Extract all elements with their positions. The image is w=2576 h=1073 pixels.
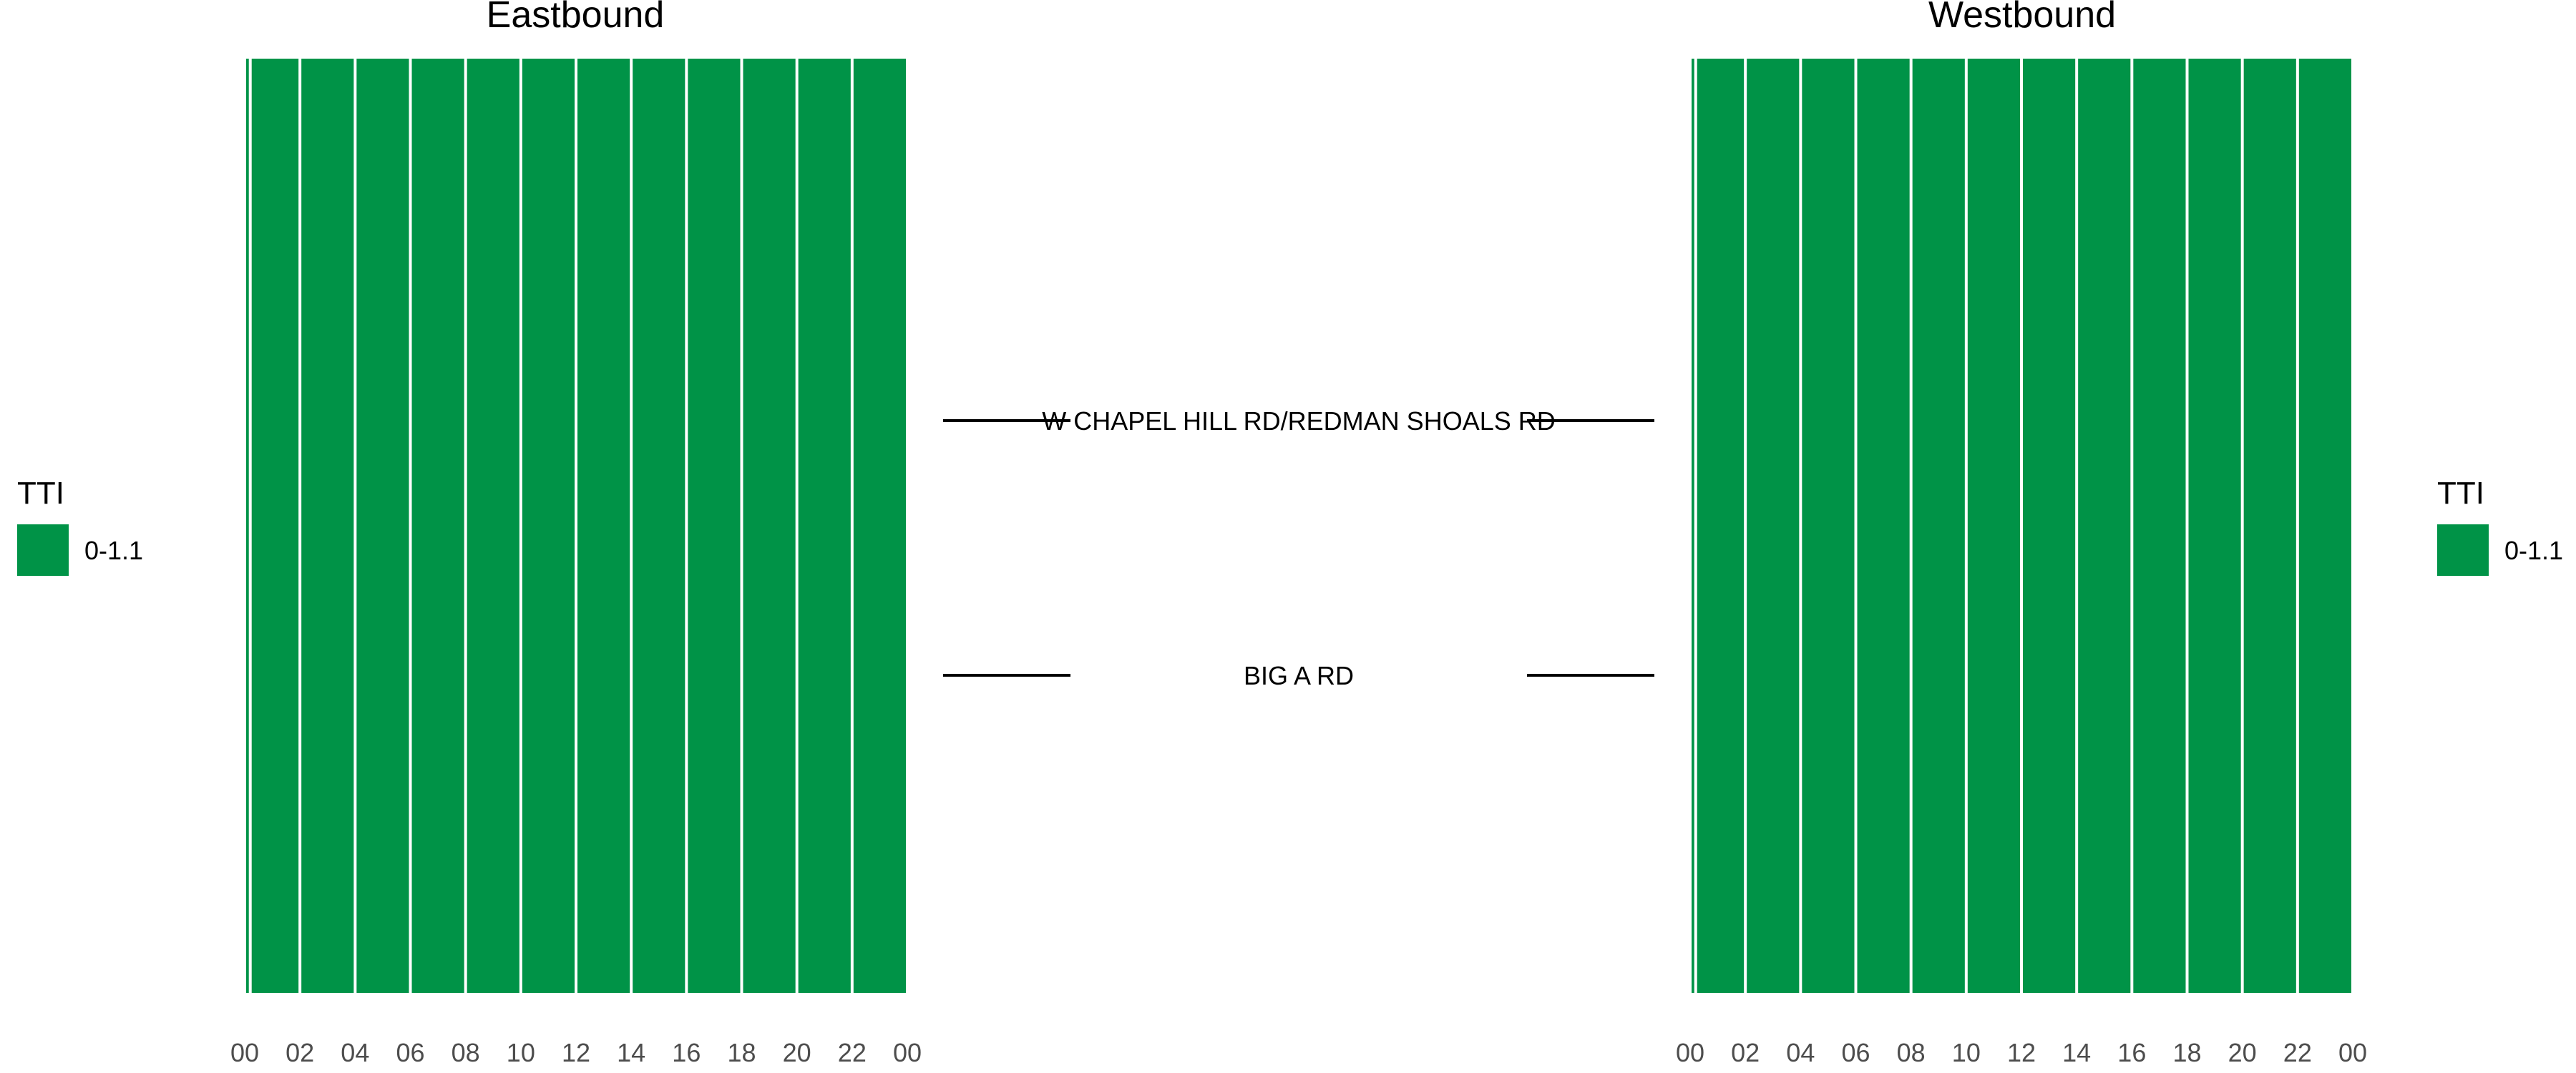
eastbound-heatmap [246,59,906,993]
x-tick-label: 14 [2062,1038,2091,1067]
x-tick-label: 22 [838,1038,867,1067]
x-tick-label: 00 [2338,1038,2367,1067]
x-tick-label: 10 [507,1038,535,1067]
heatmap-cell [1912,59,1965,993]
x-tick-label: 00 [893,1038,922,1067]
x-tick-label: 18 [727,1038,756,1067]
heatmap-cell [2188,59,2241,993]
x-tick-label: 20 [2228,1038,2257,1067]
heatmap-cell [1857,59,1910,993]
x-tick-label: 18 [2172,1038,2201,1067]
westbound-heatmap [1692,59,2351,993]
heatmap-cell [2133,59,2186,993]
road-label-group-1: W CHAPEL HILL RD/REDMAN SHOALS RD [943,406,1654,436]
x-tick-label: 12 [2007,1038,2036,1067]
heatmap-cell [743,59,796,993]
road-label-group-2: BIG A RD [943,661,1654,690]
legend-swatch [17,524,69,576]
legend-swatch [2437,524,2489,576]
heatmap-cell [1967,59,2020,993]
x-tick-label: 16 [2117,1038,2146,1067]
heatmap-cell [301,59,354,993]
legend-right: TTI 0-1.1 [2437,476,2563,576]
road-label: W CHAPEL HILL RD/REDMAN SHOALS RD [1042,406,1555,436]
x-tick-label: 02 [286,1038,314,1067]
road-label: BIG A RD [1244,661,1354,690]
x-tick-label: 06 [1841,1038,1870,1067]
x-tick-label: 02 [1731,1038,1760,1067]
x-tick-label: 22 [2283,1038,2312,1067]
heatmap-cell [2023,59,2076,993]
legend-left: TTI 0-1.1 [17,476,143,576]
x-tick-label: 12 [562,1038,590,1067]
x-tick-label: 08 [1897,1038,1926,1067]
heatmap-cell [356,59,409,993]
x-tick-label: 06 [396,1038,424,1067]
heatmap-cell [2243,59,2296,993]
x-tick-label: 08 [452,1038,480,1067]
legend-title: TTI [2437,476,2484,511]
heatmap-cell [853,59,906,993]
x-tick-label: 14 [617,1038,645,1067]
heatmap-cell [251,59,299,993]
legend-label: 0-1.1 [84,536,143,565]
westbound-x-axis: 00 02 04 06 08 10 12 14 16 18 20 22 00 [1676,1038,2367,1067]
legend-title: TTI [17,476,64,511]
x-tick-label: 00 [230,1038,259,1067]
legend-label: 0-1.1 [2504,536,2563,565]
heatmap-cell [467,59,519,993]
x-tick-label: 04 [1786,1038,1815,1067]
heatmap-cell [633,59,686,993]
heatmap-cell [246,59,249,993]
x-tick-label: 00 [1676,1038,1704,1067]
heatmap-cell [411,59,464,993]
heatmap-cell [2078,59,2131,993]
x-tick-label: 04 [341,1038,369,1067]
x-tick-label: 16 [672,1038,701,1067]
eastbound-x-axis: 00 02 04 06 08 10 12 14 16 18 20 22 00 [230,1038,922,1067]
heatmap-cell [688,59,741,993]
heatmap-cell [2298,59,2351,993]
heatmap-cell [1747,59,1800,993]
panel-title-westbound: Westbound [1928,0,2116,36]
panel-title-eastbound: Eastbound [487,0,665,36]
x-tick-label: 20 [783,1038,811,1067]
heatmap-cell [522,59,575,993]
heatmap-cell [798,59,851,993]
x-tick-label: 10 [1952,1038,1981,1067]
heatmap-cell [1697,59,1745,993]
heatmap-cell [1802,59,1855,993]
heatmap-cell [577,59,630,993]
heatmap-cell [1692,59,1694,993]
